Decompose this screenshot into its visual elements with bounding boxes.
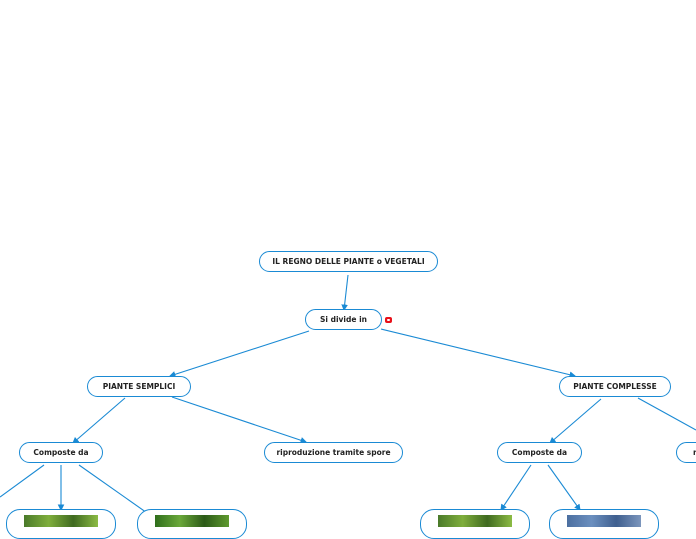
node-composte-semplici[interactable]: Composte da xyxy=(19,442,103,463)
image-node-1[interactable] xyxy=(6,509,116,539)
link-divide-semplici xyxy=(168,330,310,378)
link-divide-complesse xyxy=(380,328,577,378)
node-root[interactable]: IL REGNO DELLE PIANTE o VEGETALI xyxy=(259,251,438,272)
plant-image-3 xyxy=(438,515,512,527)
plant-image-4 xyxy=(567,515,641,527)
link-root-divide xyxy=(341,274,349,312)
node-riproduzione-spore-label: riproduzione tramite spore xyxy=(276,448,391,457)
link-composte-img2 xyxy=(78,464,151,516)
connector-lines xyxy=(0,274,696,516)
node-partial-right-label: r xyxy=(693,448,696,457)
image-node-4[interactable] xyxy=(549,509,659,539)
node-composte-semplici-label: Composte da xyxy=(33,448,89,457)
node-composte-complesse-label: Composte da xyxy=(511,448,568,457)
node-partial-right[interactable]: r xyxy=(676,442,696,463)
image-node-3[interactable] xyxy=(420,509,530,539)
node-piante-semplici[interactable]: PIANTE SEMPLICI xyxy=(87,376,191,397)
node-piante-semplici-label: PIANTE SEMPLICI xyxy=(102,382,176,391)
node-riproduzione-spore[interactable]: riproduzione tramite spore xyxy=(264,442,403,463)
link-composte2-img3 xyxy=(500,464,532,511)
plant-image-1 xyxy=(24,515,98,527)
link-complesse-right-out xyxy=(637,397,696,431)
link-complesse-composte xyxy=(549,398,602,444)
image-node-2[interactable] xyxy=(137,509,247,539)
link-semplici-composte xyxy=(72,397,126,444)
node-root-label: IL REGNO DELLE PIANTE o VEGETALI xyxy=(272,257,425,266)
node-piante-complesse[interactable]: PIANTE COMPLESSE xyxy=(559,376,671,397)
node-divide-label: Si divide in xyxy=(320,315,367,324)
link-semplici-riproduzione xyxy=(171,396,308,444)
link-composte2-img4 xyxy=(547,464,581,511)
notes-badge-icon[interactable] xyxy=(385,317,392,323)
node-composte-complesse[interactable]: Composte da xyxy=(497,442,582,463)
node-divide[interactable]: Si divide in xyxy=(305,309,382,330)
plant-image-2 xyxy=(155,515,229,527)
node-piante-complesse-label: PIANTE COMPLESSE xyxy=(573,382,657,391)
link-composte-left-out xyxy=(0,464,45,498)
